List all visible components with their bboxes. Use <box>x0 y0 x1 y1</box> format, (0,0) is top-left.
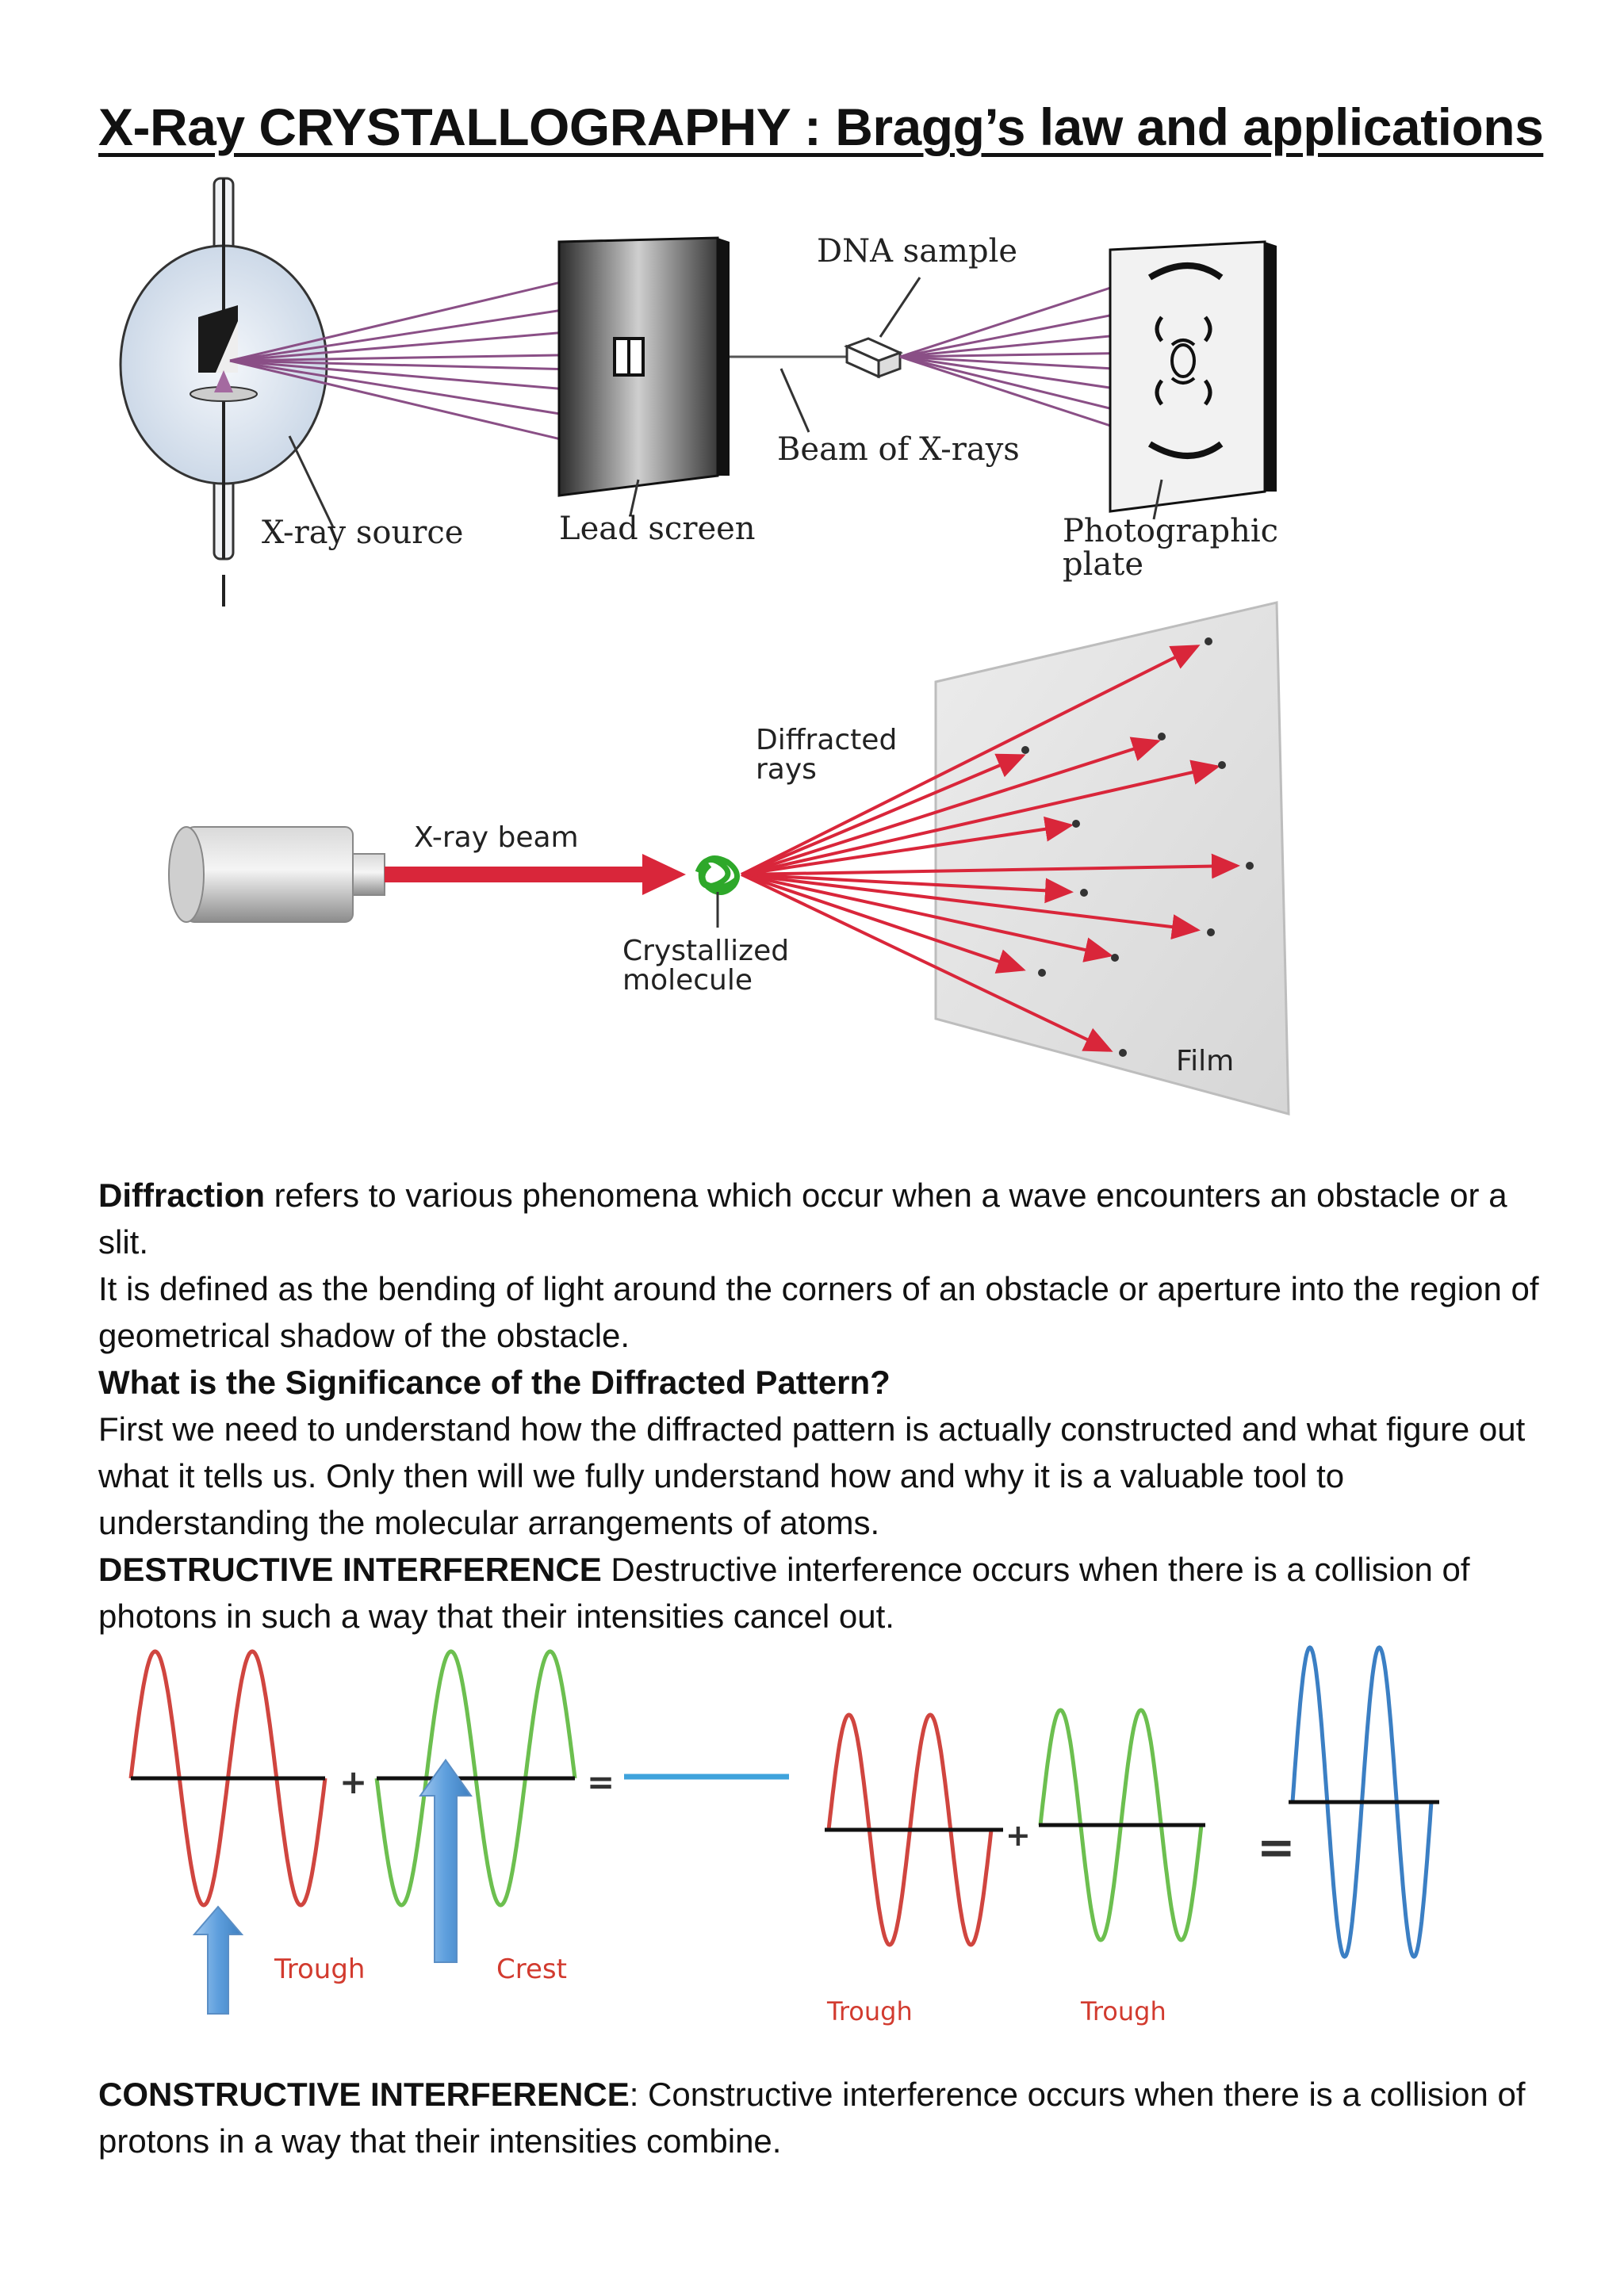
paragraph-destructive: DESTRUCTIVE INTERFERENCE Destructive int… <box>98 1546 1542 1640</box>
label-crest: Crest <box>496 1954 567 1985</box>
equals-symbol-right: = <box>1257 1820 1296 1874</box>
term-diffraction: Diffraction <box>98 1177 265 1214</box>
film-plane <box>934 601 1290 1115</box>
plus-symbol-left: + <box>339 1762 367 1801</box>
crest-arrow <box>419 1758 473 1963</box>
interference-waves-diagram: + = + = Trough Crest Trough Trough <box>128 1645 1439 2026</box>
label-photographic: Photographic <box>1063 513 1278 549</box>
label-diffracted: Diffracted <box>756 724 897 756</box>
trough-arrow-left <box>192 1905 244 2015</box>
label-trough-right-2: Trough <box>1080 1996 1166 2026</box>
label-xray-source: X-ray source <box>262 515 463 551</box>
paragraph-question: What is the Significance of the Diffract… <box>98 1364 891 1401</box>
xray-source-cylinder <box>168 826 385 923</box>
dna-sample-crystal <box>844 337 903 379</box>
film-spots <box>1021 637 1254 1057</box>
paragraph-definition: It is defined as the bending of light ar… <box>98 1270 1539 1354</box>
label-trough-right-1: Trough <box>826 1996 913 2026</box>
plus-symbol-right: + <box>1005 1818 1031 1853</box>
label-xray-beam: X-ray beam <box>414 821 579 854</box>
label-dna-sample: DNA sample <box>817 233 1017 270</box>
body-text-section-constructive: CONSTRUCTIVE INTERFERENCE: Constructive … <box>98 2071 1542 2164</box>
term-destructive-interference: DESTRUCTIVE INTERFERENCE <box>98 1551 602 1588</box>
wave-axes <box>131 1776 1439 1832</box>
paragraph-diffraction: Diffraction refers to various phenomena … <box>98 1172 1542 1265</box>
paragraph-constructive: CONSTRUCTIVE INTERFERENCE: Constructive … <box>98 2071 1542 2164</box>
label-rays: rays <box>756 753 817 786</box>
destructive-description: Destructive interference occurs when the… <box>98 1551 1470 1635</box>
diffraction-description: refers to various phenomena which occur … <box>98 1177 1507 1261</box>
photographic-plate <box>1109 240 1277 513</box>
label-plate: plate <box>1063 546 1143 583</box>
leader-lines <box>288 277 1163 528</box>
xray-apparatus-diagram: DNA sample Beam of X-rays X-ray source L… <box>119 177 1278 607</box>
label-crystallized: Crystallized <box>622 935 789 967</box>
diffracted-rays <box>741 645 1240 1052</box>
constructive-description: : Constructive interference occurs when … <box>98 2076 1526 2160</box>
body-text-section: Diffraction refers to various phenomena … <box>98 1172 1542 1640</box>
equals-symbol-left: = <box>587 1762 615 1801</box>
label-film: Film <box>1176 1045 1234 1077</box>
label-trough-left: Trough <box>274 1954 365 1985</box>
xray-tube <box>119 177 328 607</box>
paragraph-explanation: First we need to understand how the diff… <box>98 1410 1526 1541</box>
label-lead-screen: Lead screen <box>559 511 756 547</box>
wave-group <box>128 1645 1434 1959</box>
xray-beam-arrow <box>385 854 686 895</box>
label-beam-of-xrays: Beam of X-rays <box>777 431 1020 468</box>
label-molecule: molecule <box>622 964 753 997</box>
crystallized-molecule <box>695 855 740 895</box>
diffracted-rays-to-plate <box>899 276 1143 438</box>
page-title: X-Ray CRYSTALLOGRAPHY : Bragg’s law and … <box>98 98 1544 156</box>
diffraction-diagram: Diffracted rays X-ray beam Crystallized … <box>168 601 1290 1115</box>
term-constructive-interference: CONSTRUCTIVE INTERFERENCE <box>98 2076 630 2113</box>
lead-screen <box>557 236 730 497</box>
